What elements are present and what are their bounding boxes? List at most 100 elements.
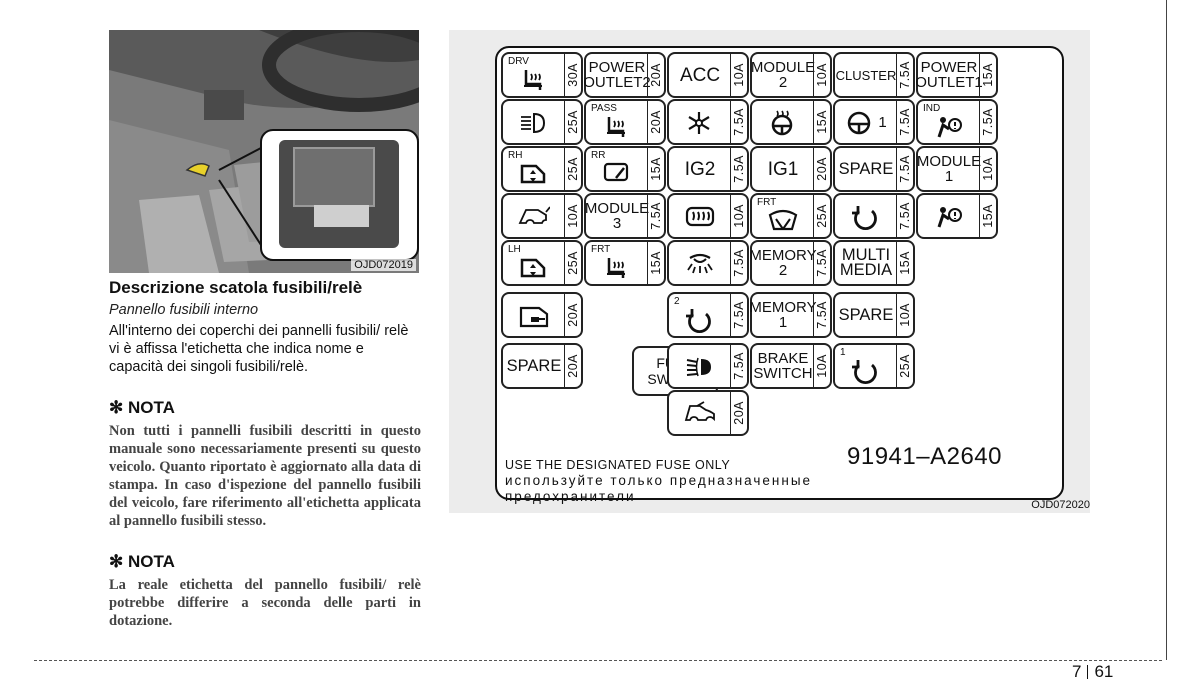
fuse-rating-text: 25A — [566, 251, 580, 275]
fuse-slot-body — [918, 195, 980, 237]
fuse-rating-text: 7.5A — [732, 155, 746, 183]
fuse-rating: 15A — [979, 54, 996, 96]
fuse-label: IG2 — [684, 158, 716, 180]
note-2-heading: ✻ NOTA — [109, 552, 175, 571]
fuse-rating-text: 20A — [566, 354, 580, 378]
fuse-slot-body: IG2 — [669, 148, 731, 190]
fuse-label: POWER OUTLET1 — [915, 59, 983, 91]
fuse-position-tag: LH — [508, 244, 521, 255]
fuse-slot: 1 7.5A — [833, 99, 915, 145]
fuse-slot: 15A — [750, 99, 832, 145]
fuse-rating-text: 7.5A — [732, 108, 746, 136]
fuse-slot-body — [669, 294, 731, 336]
power-window-icon — [518, 160, 550, 187]
fuse-rating: 7.5A — [813, 242, 830, 284]
steering-wheel-icon: 1 — [845, 109, 887, 136]
fuse-rating-text: 20A — [815, 157, 829, 181]
fuse-label: CLUSTER — [835, 67, 897, 83]
rear-defroster-icon — [684, 203, 716, 230]
fuse-rating-text: 30A — [566, 63, 580, 87]
fuse-rating-text: 10A — [981, 157, 995, 181]
fuse-slot-body: POWER OUTLET1 — [915, 54, 983, 96]
fuse-rating: 25A — [896, 345, 913, 387]
page-number-value: 61 — [1094, 662, 1114, 681]
fuse-rating-text: 10A — [566, 204, 580, 228]
fuse-slot-body: SPARE — [835, 148, 897, 190]
fuse-rating: 7.5A — [730, 101, 747, 143]
fuse-rating-text: 7.5A — [898, 61, 912, 89]
fuse-rating-text: 7.5A — [898, 155, 912, 183]
fuse-slot-body: MEMORY 1 — [749, 294, 817, 336]
fuse-rating-text: 20A — [732, 401, 746, 425]
fuse-slot-body: MEMORY 2 — [749, 242, 816, 284]
section-subtitle: Pannello fusibili interno — [109, 302, 259, 318]
fuse-slot-body: MULTI MEDIA — [835, 242, 897, 284]
fuse-rating: 30A — [564, 54, 581, 96]
fuse-rating: 20A — [647, 101, 664, 143]
fuse-rating: 10A — [730, 54, 747, 96]
fuse-rating: 25A — [564, 101, 581, 143]
fuse-rating-text: 15A — [649, 157, 663, 181]
fuse-rating-text: 10A — [898, 303, 912, 327]
fuse-rating-text: 20A — [649, 110, 663, 134]
fuse-slot-body: BRAKE SWITCH — [752, 345, 814, 387]
fuse-slot-body — [503, 54, 565, 96]
fuse-position-tag: 2 — [674, 296, 680, 307]
fuse-description-section: Descrizione scatola fusibili/relè Pannel… — [109, 278, 421, 630]
fuse-slot: IG1 20A — [750, 146, 832, 192]
fuse-slot-body: ACC — [669, 54, 731, 96]
fuse-position-tag: FRT — [591, 244, 611, 255]
fuse-label: ACC — [679, 64, 721, 86]
fuse-slot: RH 25A — [501, 146, 583, 192]
fuse-rating-text: 10A — [815, 354, 829, 378]
seat-heater-icon — [601, 113, 633, 140]
fuse-position-tag: 1 — [840, 347, 846, 358]
fuse-rating: 7.5A — [730, 345, 747, 387]
seat-heater-icon — [601, 254, 633, 281]
room-lamp-icon — [684, 250, 716, 277]
fuse-slot: 7.5A — [833, 193, 915, 239]
airbag-icon — [933, 113, 965, 140]
fuse-label: SPARE — [838, 305, 894, 324]
fuse-rating-text: 15A — [649, 251, 663, 275]
fuse-rating: 10A — [730, 195, 747, 237]
fuse-rating: 10A — [896, 294, 913, 336]
fuse-position-tag: RR — [591, 150, 606, 161]
page-border-vertical — [1166, 0, 1167, 660]
fog-lamp-icon — [684, 353, 716, 380]
fuse-position-tag: RH — [508, 150, 523, 161]
fuse-label: IG1 — [767, 158, 799, 180]
fuse-rating: 7.5A — [730, 148, 747, 190]
fuse-rating-text: 7.5A — [815, 301, 829, 329]
fuse-rating: 7.5A — [896, 101, 913, 143]
seat-heater-icon — [518, 66, 550, 93]
part-number: 91941–A2640 — [847, 443, 1002, 470]
fuse-rating: 20A — [647, 54, 664, 96]
door-lock-icon — [518, 302, 550, 329]
fuse-label: MODULE 1 — [916, 153, 982, 185]
section-title: Descrizione scatola fusibili/relè — [109, 278, 363, 297]
fuse-position-tag: IND — [923, 103, 941, 114]
fuse-rating-text: 10A — [732, 63, 746, 87]
note-1-heading: ✻ NOTA — [109, 398, 175, 417]
fuse-slot-body — [669, 195, 731, 237]
fuse-slot-body — [835, 345, 897, 387]
fuse-rating: 10A — [813, 54, 830, 96]
fuse-rating-text: 25A — [566, 110, 580, 134]
fuse-rating: 25A — [564, 148, 581, 190]
rotation-arrow-icon — [684, 306, 716, 333]
fuse-slot: LH 25A — [501, 240, 583, 286]
fuse-label: BRAKE SWITCH — [753, 350, 813, 382]
fuse-rating: 10A — [979, 148, 996, 190]
fuse-rating-text: 10A — [732, 204, 746, 228]
fuse-rating-text: 15A — [898, 251, 912, 275]
fuse-label: MEMORY 1 — [749, 299, 817, 331]
fuse-slot: 7.5A — [667, 240, 749, 286]
fuse-position-tag: DRV — [508, 56, 529, 67]
fuse-slot-body: CLUSTER — [835, 54, 897, 96]
fuse-slot-body — [503, 242, 565, 284]
